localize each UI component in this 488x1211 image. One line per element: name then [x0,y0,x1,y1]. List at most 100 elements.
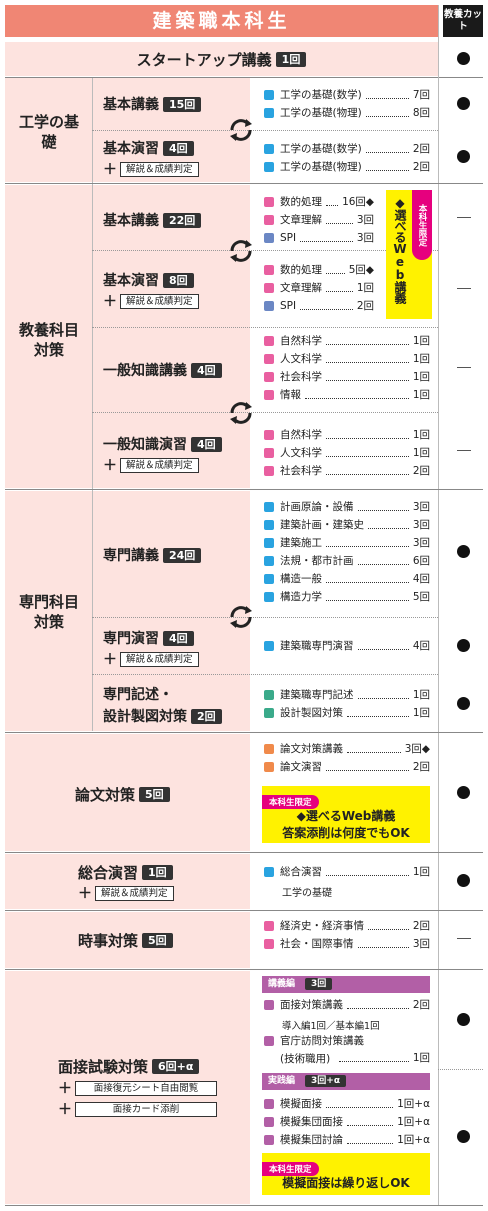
category-kiso: 工学の基礎 [18,113,79,151]
item-count: 1回 [412,1052,430,1064]
item-count: 1回 [412,866,430,878]
ronbun-box-line1: ◆選べるWeb講義 [296,809,396,823]
item-name: 数的処理 [280,264,322,276]
item-name: 建築施工 [280,537,322,549]
ronbun-cut-circle-icon [457,786,470,799]
item-name: 情報 [280,389,301,401]
color-square-icon [264,592,274,602]
item-name: 文章理解 [280,282,322,294]
color-square-icon [264,939,274,949]
item-count: 2回 [412,465,430,477]
item-count: 1回 [412,429,430,441]
input-output-cycle-icon [230,240,252,262]
item-count: 3回 [412,938,430,950]
item-count: 4回 [412,573,430,585]
color-square-icon [264,390,274,400]
item-name: 工学の基礎(数学) [280,143,362,155]
color-square-icon [264,430,274,440]
item-count: 5回◆ [348,264,374,276]
list-item: 工学の基礎(物理)2回 [264,160,430,174]
color-square-icon [264,762,274,772]
color-square-icon [264,336,274,346]
startup-row [5,42,438,76]
color-square-icon [264,1000,274,1010]
item-name: 工学の基礎(物理) [280,161,362,173]
item-name: 数的処理 [280,196,322,208]
color-square-icon [264,197,274,207]
item-name: 模擬面接 [280,1098,322,1110]
item-name: 自然科学 [280,429,322,441]
mensetsu-extra1: ＋面接復元シート自由閲覧 [58,1078,217,1098]
list-item: 工学の基礎(物理)8回 [264,106,430,120]
item-count: 3回 [356,232,374,244]
mensetsu-lecture-note: 導入編1回／基本編1回 [282,1021,380,1032]
item-count: 8回 [412,107,430,119]
item-count: 3回 [356,214,374,226]
list-item: 工学の基礎(数学)7回 [264,88,430,102]
color-square-icon [264,708,274,718]
kiso-lecture-cut-circle-icon [457,97,470,110]
sogo-cut-circle-icon [457,874,470,887]
color-square-icon [264,301,274,311]
item-name: 計画原論・設備 [280,501,354,513]
item-name: 面接対策講義 [280,999,343,1011]
color-square-icon [264,466,274,476]
item-name: 建築計画・建築史 [280,519,364,531]
item-count: 1回 [412,335,430,347]
color-square-icon [264,556,274,566]
item-count: 1回 [412,447,430,459]
mensetsu-box-text: 模擬面接は繰り返しOK [282,1176,410,1190]
item-name: 社会科学 [280,371,322,383]
item-name: 総合演習 [280,866,322,878]
color-square-icon [264,144,274,154]
input-output-cycle-icon [230,606,252,628]
item-name: 人文科学 [280,353,322,365]
senmon-practice-cut-circle-icon [457,639,470,652]
color-square-icon [264,641,274,651]
color-square-icon [264,921,274,931]
color-square-icon [264,448,274,458]
item-count: 1回+α [397,1098,430,1110]
senmon-writing-label1: 専門記述・ [103,687,173,703]
item-count: 3回◆ [404,743,430,755]
input-output-cycle-icon [230,402,252,424]
mensetsu-box-tag: 本科生限定 [262,1157,319,1176]
color-square-icon [264,538,274,548]
color-square-icon [264,502,274,512]
list-item: 官庁訪問対策講義 [264,1034,430,1048]
item-count: 1回+α [397,1116,430,1128]
item-name: 構造一般 [280,573,322,585]
startup-count-badge: 1回 [275,51,307,67]
item-name: 論文演習 [280,761,322,773]
item-name: 構造力学 [280,591,322,603]
item-count: 3回 [412,501,430,513]
color-square-icon [264,744,274,754]
list-item: 工学の基礎(数学)2回 [264,142,430,156]
item-count: 2回 [412,920,430,932]
list-item: 自然科学 1回 [264,428,430,442]
item-name: 自然科学 [280,335,322,347]
